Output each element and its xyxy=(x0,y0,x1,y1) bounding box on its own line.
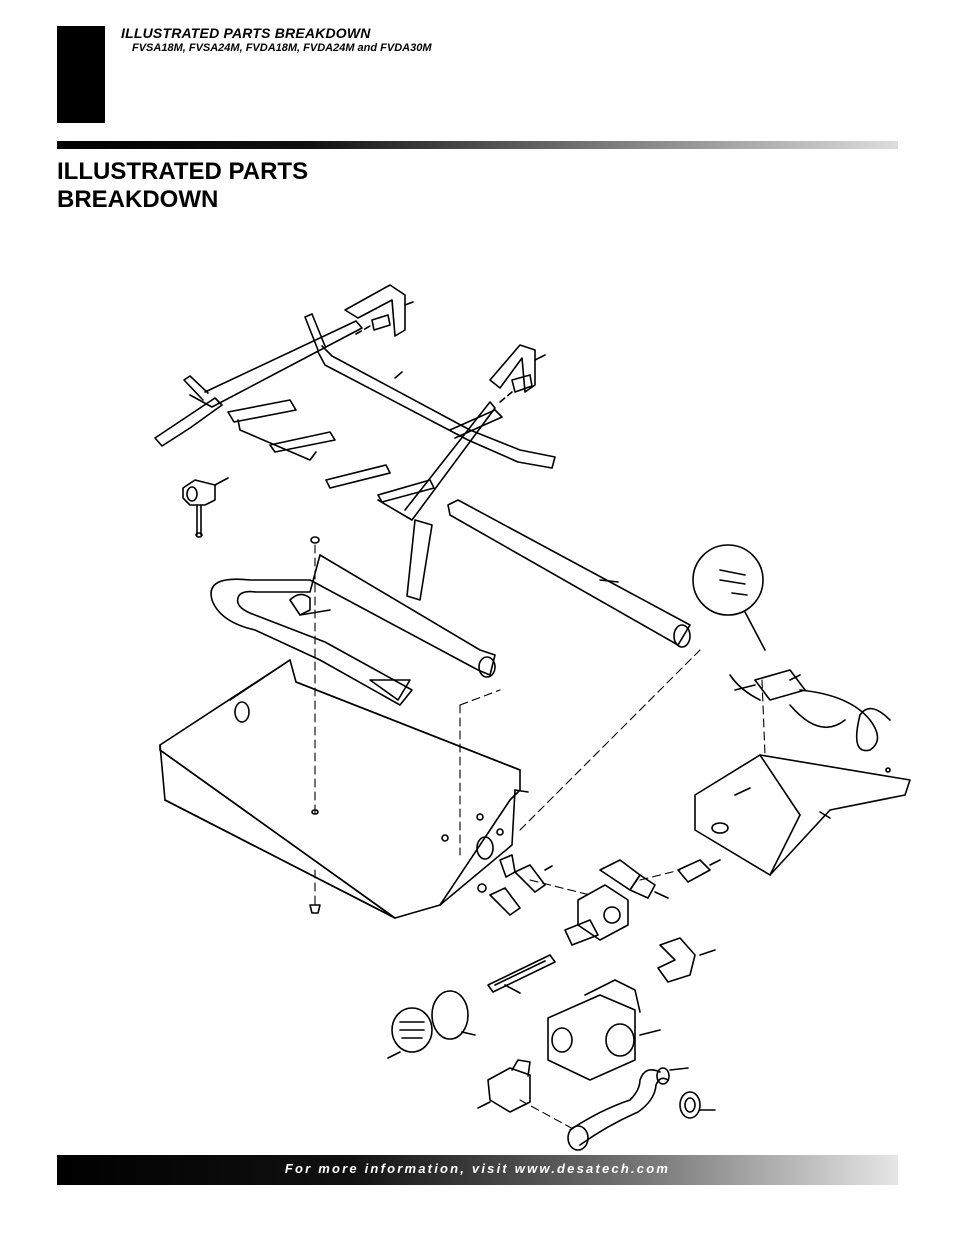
screws xyxy=(309,536,504,914)
grate-bracket-right xyxy=(489,344,546,403)
ignitor-rod xyxy=(487,954,556,994)
regulator xyxy=(547,979,661,1081)
header-rule xyxy=(57,141,898,149)
page-title-line2: BREAKDOWN xyxy=(57,186,219,213)
control-valve xyxy=(564,859,669,946)
page-title: ILLUSTRATED PARTS BREAKDOWN xyxy=(57,158,477,214)
burner-base xyxy=(159,659,529,919)
pilot-housing xyxy=(694,754,911,876)
fitting-nut xyxy=(679,1091,716,1119)
pilot-fitting xyxy=(677,859,721,883)
straight-burner xyxy=(447,499,691,648)
footer-website-text: For more information, visit www.desatech… xyxy=(284,1161,671,1176)
footer-bar: For more information, visit www.desatech… xyxy=(57,1155,898,1185)
assembly-leader-lines xyxy=(314,544,766,1131)
elbow-fitting-upper xyxy=(657,937,716,983)
mounting-clip xyxy=(182,477,229,538)
pilot-detail-inset xyxy=(692,544,766,651)
log-grate xyxy=(154,313,556,601)
page-title-line1: ILLUSTRATED PARTS xyxy=(57,158,309,185)
flex-gas-line xyxy=(567,1067,689,1151)
pilot-assembly xyxy=(729,669,891,752)
knob-label-plate xyxy=(387,1007,433,1059)
u-burner xyxy=(210,554,496,706)
burner-injectors xyxy=(477,854,553,916)
section-tab-block xyxy=(57,26,105,123)
header-models: FVSA18M, FVSA24M, FVDA18M, FVDA24M and F… xyxy=(132,42,432,54)
elbow-fitting-lower xyxy=(477,1059,531,1113)
control-knob xyxy=(431,990,476,1040)
grate-bracket-upper xyxy=(344,284,414,337)
header-title: ILLUSTRATED PARTS BREAKDOWN xyxy=(121,25,371,41)
